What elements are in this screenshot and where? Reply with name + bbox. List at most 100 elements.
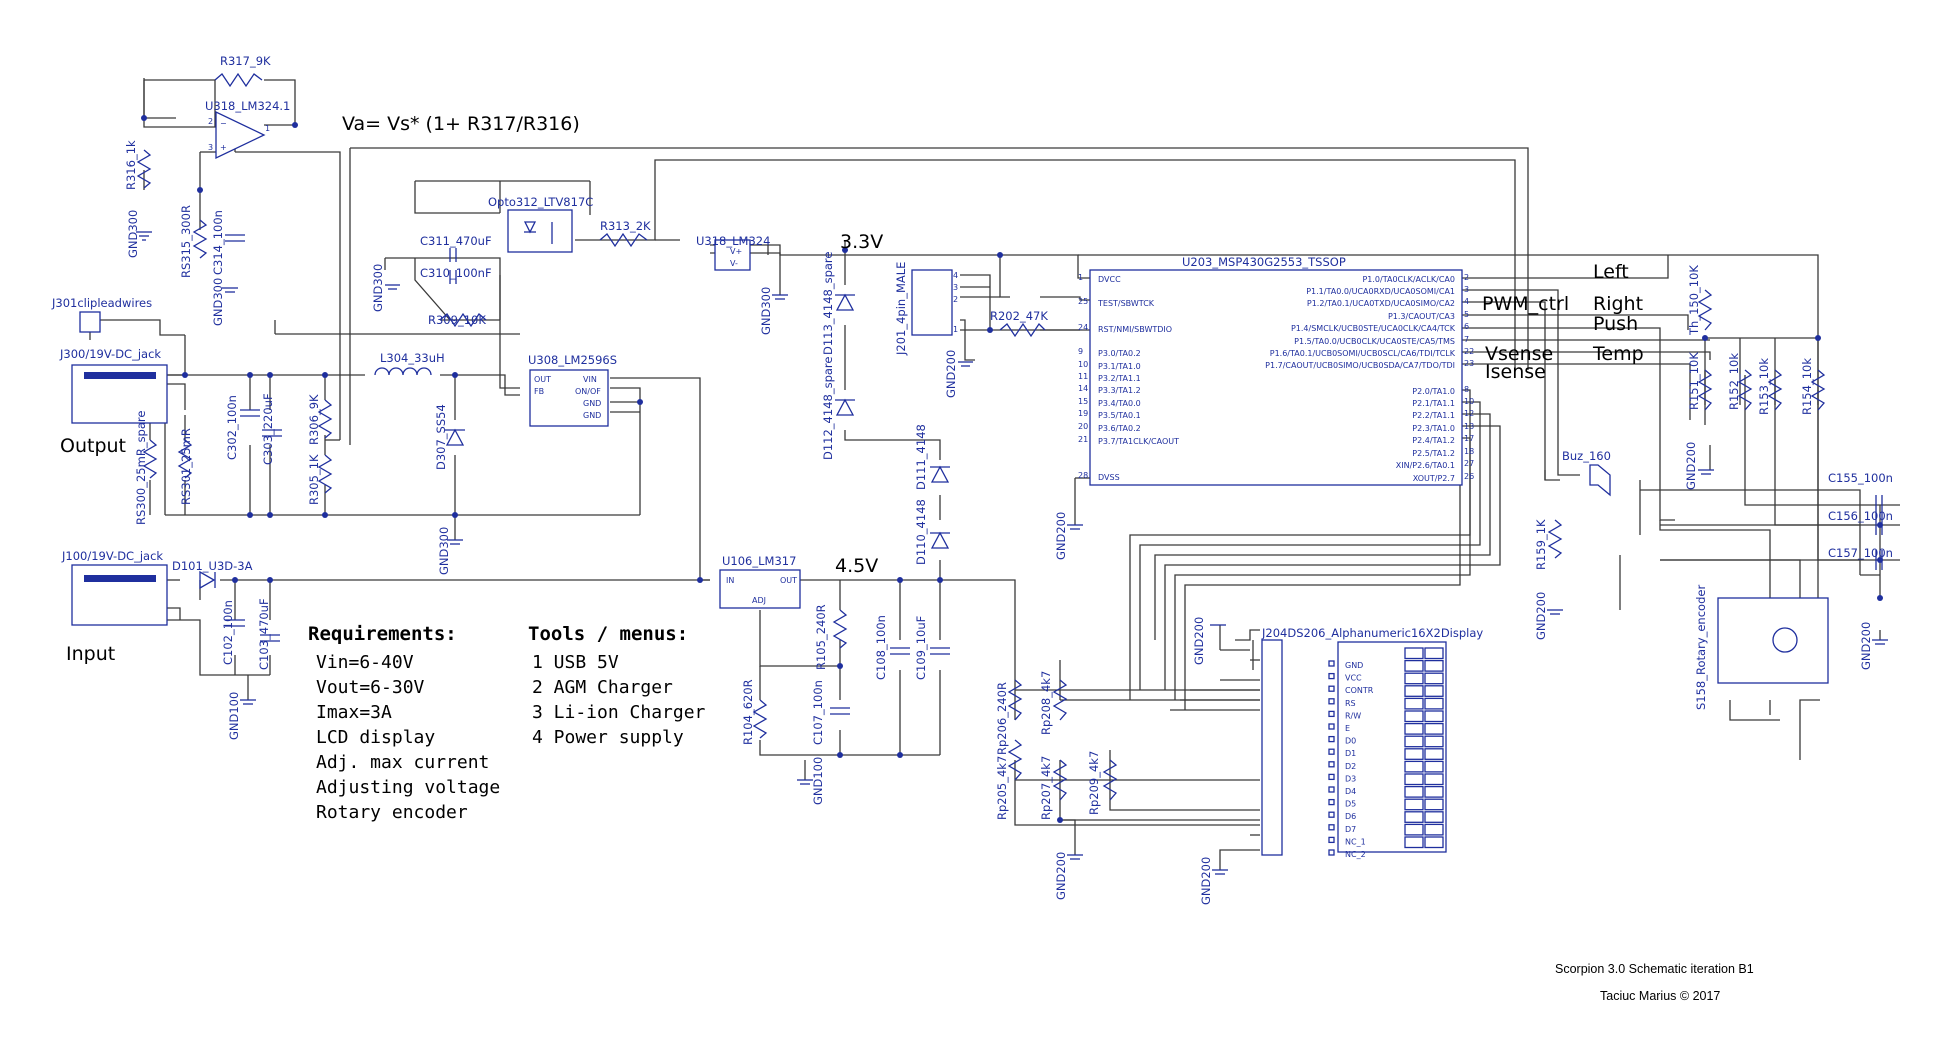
inductor-l304: L304_33uH <box>374 351 445 376</box>
resistor-r152: R152_10k <box>1727 353 1753 411</box>
svg-text:2: 2 <box>208 117 213 126</box>
svg-text:J100/19V-DC_jack: J100/19V-DC_jack <box>61 549 163 563</box>
lcd-pin-label: D0 <box>1345 737 1356 746</box>
mcu-pin-label: XIN/P2.6/TA0.1 <box>1396 461 1455 470</box>
left-label: Left <box>1593 261 1629 283</box>
lcd-pin-pad <box>1328 786 1335 793</box>
tool-item: 4 Power supply <box>532 727 684 748</box>
capacitor-c107: C107_100n <box>811 680 850 745</box>
mcu-pin-number: 9 <box>1078 347 1083 356</box>
lcd-pin-pad <box>1328 735 1335 743</box>
svg-text:D101_U3D-3A: D101_U3D-3A <box>172 559 253 573</box>
diode-d112: D112_4148_spare <box>821 357 855 460</box>
lcd-pin-label: D3 <box>1345 774 1356 783</box>
svg-text:GND100: GND100 <box>811 757 825 805</box>
mcu-pin-label: P2.0/TA1.0 <box>1412 387 1455 396</box>
right-label: Right <box>1593 293 1643 315</box>
lcd-pin-label: GND <box>1345 661 1363 670</box>
svg-text:C107_100n: C107_100n <box>811 680 825 745</box>
svg-text:Rp205_4k7: Rp205_4k7 <box>995 756 1009 820</box>
lcd-pin-label: D7 <box>1345 825 1356 834</box>
lcd-pin-label: D6 <box>1345 812 1356 821</box>
resistor-r309: R309_10K <box>428 312 487 328</box>
mcu-pin-label: P1.2/TA0.1/UCA0TXD/UCA0SIMO/CA2 <box>1307 299 1455 308</box>
diode-d307: D307_SS54 <box>434 404 465 470</box>
requirements-title: Requirements: <box>308 623 457 645</box>
mcu-pin-label: P3.1/TA1.0 <box>1098 362 1141 371</box>
temp-label: Temp <box>1592 343 1644 365</box>
mcu-pin-number: 7 <box>1464 335 1469 344</box>
svg-text:GND200: GND200 <box>1192 617 1206 665</box>
lcd-pin-pad <box>1328 710 1335 718</box>
svg-text:GND200: GND200 <box>1054 512 1068 560</box>
svg-text:J204DS206_Alphanumeric16X2Disp: J204DS206_Alphanumeric16X2Display <box>1261 626 1483 640</box>
regulator-u106: IN OUT ADJ U106_LM317 <box>719 554 801 609</box>
svg-text:C103_470uF: C103_470uF <box>257 598 271 670</box>
mcu-pin-label: P1.4/SMCLK/UCB0STE/UCA0CLK/CA4/TCK <box>1291 324 1456 333</box>
lcd-cell <box>1424 785 1444 798</box>
resistor-r313: R313_2K <box>599 219 651 248</box>
svg-text:VIN: VIN <box>583 375 597 384</box>
mcu-pin-number: 5 <box>1464 310 1469 319</box>
svg-text:C303_220uF: C303_220uF <box>261 393 275 465</box>
mcu-pin-number: 22 <box>1464 347 1474 356</box>
dc-jack-j100: J100/19V-DC_jack <box>61 549 168 626</box>
svg-text:ON/OF: ON/OF <box>575 387 601 396</box>
lcd-cell <box>1404 722 1424 735</box>
connector-j301: J301clipleadwires <box>51 296 152 333</box>
lcd-pin-pad <box>1328 698 1335 705</box>
svg-text:RS315_300R: RS315_300R <box>179 205 193 278</box>
svg-text:GND: GND <box>583 411 601 420</box>
rotary-encoder-s158: S158_Rotary_encoder <box>1694 585 1829 710</box>
rail-3v3-label: 3.3V <box>840 231 883 253</box>
mcu-pin-label: P3.2/TA1.1 <box>1098 374 1141 383</box>
mcu-pin-number: 13 <box>1464 422 1474 431</box>
dc-jack-j300: J300/19V-DC_jack <box>59 347 168 424</box>
svg-text:IN: IN <box>726 576 734 585</box>
svg-text:GND300: GND300 <box>126 210 140 258</box>
svg-text:R309_10K: R309_10K <box>428 313 486 327</box>
ground-gnd300-b: GND300 <box>211 278 238 326</box>
svg-text:D110_4148: D110_4148 <box>914 499 928 565</box>
buffer-u318: V+ V- U318_LM324 <box>696 234 770 271</box>
lcd-pin-pad <box>1328 723 1335 730</box>
svg-text:L304_33uH: L304_33uH <box>380 351 445 365</box>
svg-text:GND200: GND200 <box>1054 852 1068 900</box>
diode-d111: D111_4148 <box>914 424 950 490</box>
svg-text:ADJ: ADJ <box>752 596 766 605</box>
svg-text:RS300_25mR_spare: RS300_25mR_spare <box>134 411 148 525</box>
vsense-label: Vsense <box>1485 343 1553 365</box>
resistor-rp207: Rp207_4k7 <box>1039 756 1068 820</box>
rail-4v5-label: 4.5V <box>835 555 878 577</box>
ground-gnd100-a: GND100 <box>227 692 256 740</box>
mcu-pin-number: 8 <box>1464 385 1469 394</box>
tool-item: 3 Li-ion Charger <box>532 702 706 723</box>
lcd-pin-pad <box>1328 798 1335 806</box>
svg-text:U106_LM317: U106_LM317 <box>722 554 796 568</box>
isense-label: Isense <box>1485 361 1546 383</box>
resistor-r305: R305_1K <box>307 454 333 505</box>
mcu-pin-number: 23 <box>1464 359 1474 368</box>
buzzer-buz160: Buz_160 <box>1562 449 1611 497</box>
lcd-pin-pad <box>1328 849 1335 856</box>
svg-text:R153_10k: R153_10k <box>1757 358 1771 415</box>
capacitor-c108: C108_100n <box>874 615 910 680</box>
mcu-pin-number: 12 <box>1464 409 1474 418</box>
lcd-pin-label: D5 <box>1345 800 1356 809</box>
lcd-cell <box>1424 722 1444 735</box>
resistor-rs300: RS300_25mR_spare <box>134 411 158 525</box>
mcu-pin-number: 20 <box>1078 422 1088 431</box>
svg-text:R305_1K: R305_1K <box>307 454 321 505</box>
svg-text:2: 2 <box>953 295 958 304</box>
mcu-pin-label: P3.4/TA0.0 <box>1098 399 1141 408</box>
lcd-pin-pad <box>1328 761 1335 768</box>
svg-text:C155_100n: C155_100n <box>1828 471 1893 485</box>
lcd-cell <box>1424 647 1444 660</box>
svg-text:OUT: OUT <box>780 576 797 585</box>
requirement-item: Imax=3A <box>316 702 392 723</box>
mcu-pin-number: 18 <box>1464 447 1474 456</box>
capacitor-c302: C302_100n <box>225 395 260 460</box>
capacitor-c310: C310_100nF <box>420 266 492 284</box>
lcd-cell <box>1404 685 1424 697</box>
